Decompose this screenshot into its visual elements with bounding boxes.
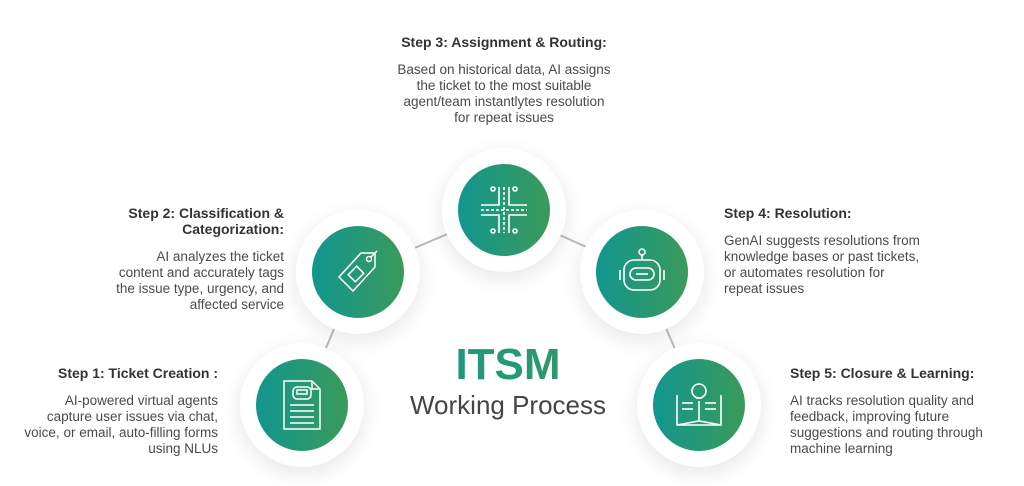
step-2-text: AI analyzes the ticket content and accur… (116, 249, 284, 312)
step-1-node (240, 343, 364, 467)
step-4-text: GenAI suggests resolutions from knowledg… (724, 233, 920, 296)
center-title: ITSM Working Process (380, 340, 636, 420)
step-5-title: Step 5: Closure & Learning: (790, 365, 975, 381)
step-3-block: Step 3: Assignment & Routing: Based on h… (394, 34, 614, 126)
step-4-title: Step 4: Resolution: (724, 205, 852, 221)
robot-icon (619, 248, 665, 291)
step-3-node (442, 148, 566, 272)
step-4-node (580, 210, 704, 334)
itsm-heading: ITSM (380, 340, 636, 390)
step-3-title: Step 3: Assignment & Routing: (401, 34, 607, 50)
step-1-text: AI-powered virtual agents capture user i… (24, 393, 218, 456)
document-robot-icon (283, 380, 321, 430)
step-4-block: Step 4: Resolution: GenAI suggests resol… (724, 205, 924, 297)
step-1-block: Step 1: Ticket Creation : AI-powered vir… (20, 365, 218, 457)
step-5-block: Step 5: Closure & Learning: AI tracks re… (790, 365, 1010, 457)
step-5-text: AI tracks resolution quality and feedbac… (790, 393, 983, 456)
routing-icon (481, 186, 527, 234)
working-process-subtitle: Working Process (409, 390, 607, 420)
step-1-title: Step 1: Ticket Creation : (57, 365, 218, 381)
step-5-node (637, 343, 761, 467)
book-bulb-icon (676, 383, 722, 426)
step-3-text: Based on historical data, AI assigns the… (397, 62, 611, 125)
tag-icon (337, 250, 378, 293)
step-2-block: Step 2: Classification & Categorization:… (110, 205, 284, 313)
step-2-title: Step 2: Classification & Categorization: (128, 205, 284, 237)
step-2-node (296, 210, 420, 334)
